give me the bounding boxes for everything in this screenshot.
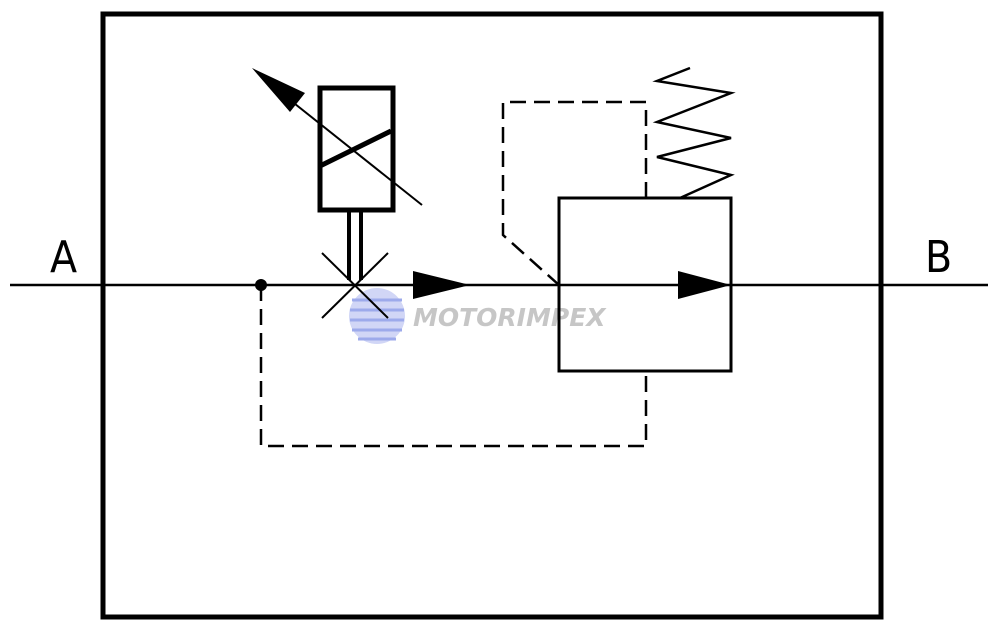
pilot-line-upper (501, 100, 648, 286)
adjustable-arrow-icon (252, 68, 305, 112)
globe-icon (349, 288, 405, 344)
proportional-solenoid (252, 68, 423, 280)
compensator-spool-box (557, 196, 733, 373)
pilot-line-lower (259, 285, 648, 448)
flow-arrow-icon (413, 271, 470, 299)
port-b-label: B (925, 232, 952, 283)
port-a-label: A (50, 232, 77, 283)
watermark-text: MOTORIMPEX (413, 303, 607, 332)
spring-icon (652, 66, 736, 200)
watermark-logo: MOTORIMPEX (349, 288, 607, 344)
valve-body-outline (100, 11, 884, 620)
orifice-cross (321, 252, 389, 319)
spool-flow-arrow-icon (678, 271, 731, 299)
